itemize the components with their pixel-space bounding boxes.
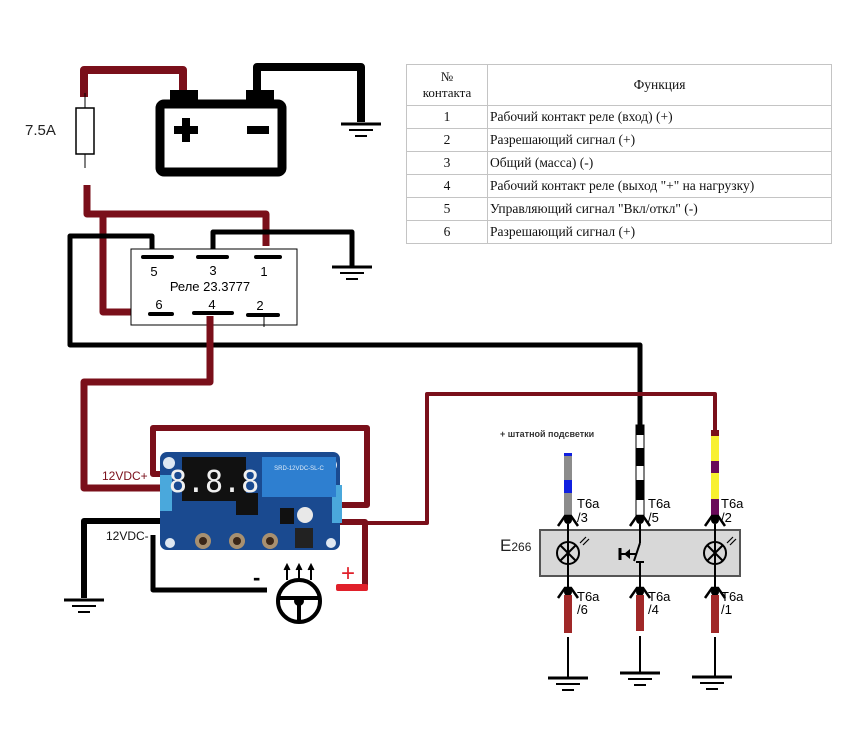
pin-function-table: № контакта Функция 1 Рабочий контакт рел… bbox=[406, 64, 832, 244]
header-num-symbol: № bbox=[440, 69, 454, 84]
backlight-note: + штатной подсветки bbox=[500, 429, 594, 439]
table-row: 5 Управляющий сигнал "Вкл/откл" (-) bbox=[406, 197, 832, 221]
cell-num: 4 bbox=[406, 174, 488, 198]
pin-conn-5: T6a bbox=[648, 496, 671, 511]
ground-icon bbox=[339, 122, 383, 138]
cell-num: 1 bbox=[406, 105, 488, 129]
relay-label: Реле 23.3777 bbox=[170, 279, 250, 294]
vcc-label: 12VDC+ bbox=[102, 469, 148, 483]
relay-pin-2: 2 bbox=[256, 298, 263, 313]
cell-num: 3 bbox=[406, 151, 488, 175]
pin-num-4: /4 bbox=[648, 602, 659, 617]
cell-function: Управляющий сигнал "Вкл/откл" (-) bbox=[487, 197, 832, 221]
header-contact-number: № контакта bbox=[406, 64, 488, 106]
relay-pin-5: 5 bbox=[150, 264, 157, 279]
fuse bbox=[75, 93, 95, 168]
pin-num-6: /6 bbox=[577, 602, 588, 617]
table-row: 6 Разрешающий сигнал (+) bbox=[406, 220, 832, 244]
relay-output-wire bbox=[80, 316, 214, 492]
pin-num-5: /5 bbox=[648, 510, 659, 525]
cell-num: 6 bbox=[406, 220, 488, 244]
component-letter: E bbox=[500, 536, 511, 555]
ground-icon bbox=[690, 675, 734, 691]
table-header-row: № контакта Функция bbox=[406, 64, 832, 106]
battery-ground-wire bbox=[253, 63, 365, 122]
wire-black-white bbox=[635, 424, 645, 518]
header-function: Функция bbox=[487, 64, 832, 106]
pin-num-1: /1 bbox=[721, 602, 732, 617]
push-switch-icon bbox=[618, 542, 644, 563]
relay-box bbox=[130, 248, 298, 327]
timer-load-wire bbox=[337, 519, 368, 588]
table-row: 2 Разрешающий сигнал (+) bbox=[406, 128, 832, 152]
component-id: E266 bbox=[500, 536, 532, 555]
cell-function: Общий (масса) (-) bbox=[487, 151, 832, 175]
cell-num: 5 bbox=[406, 197, 488, 221]
pin-conn-6: T6a bbox=[577, 589, 600, 604]
table-row: 4 Рабочий контакт реле (выход "+" на наг… bbox=[406, 174, 832, 198]
component-number: 266 bbox=[511, 540, 531, 554]
ground-icon bbox=[546, 676, 590, 692]
timer-relay-marking: SRD-12VDC-SL-C bbox=[274, 466, 324, 472]
cell-function: Рабочий контакт реле (выход "+" на нагру… bbox=[487, 174, 832, 198]
timer-relay-module bbox=[160, 452, 342, 550]
pin-conn-1: T6a bbox=[721, 589, 744, 604]
wire-brown-bottom bbox=[564, 595, 719, 677]
relay-pin-3: 3 bbox=[209, 263, 216, 278]
pin-num-3: /3 bbox=[577, 510, 588, 525]
pin-conn-2: T6a bbox=[721, 496, 744, 511]
load-minus-label: - bbox=[253, 565, 260, 590]
pin-conn-4: T6a bbox=[648, 589, 671, 604]
fuse-rating-label: 7.5A bbox=[25, 122, 56, 139]
pin-num-2: /2 bbox=[721, 510, 732, 525]
relay-pin-4: 4 bbox=[208, 297, 215, 312]
wire-yellow-violet bbox=[711, 430, 719, 516]
header-num-word: контакта bbox=[422, 85, 472, 100]
ground-icon bbox=[62, 598, 106, 614]
load-plus-marker bbox=[336, 584, 368, 591]
wire-gray-blue bbox=[564, 453, 572, 515]
table-row: 1 Рабочий контакт реле (вход) (+) bbox=[406, 105, 832, 129]
ground-icon bbox=[330, 265, 374, 281]
cell-function: Разрешающий сигнал (+) bbox=[487, 128, 832, 152]
cell-function: Разрешающий сигнал (+) bbox=[487, 220, 832, 244]
heated-steering-wheel-icon bbox=[276, 562, 322, 624]
timer-display-digits: 8.8.8 bbox=[169, 465, 259, 500]
cell-num: 2 bbox=[406, 128, 488, 152]
battery-icon bbox=[155, 90, 287, 177]
ground-icon bbox=[618, 671, 662, 687]
timer-ground-wire bbox=[81, 518, 267, 598]
pin-conn-3: T6a bbox=[577, 496, 600, 511]
relay-pin-6: 6 bbox=[155, 297, 162, 312]
table-row: 3 Общий (масса) (-) bbox=[406, 151, 832, 175]
gnd-label: 12VDC- bbox=[106, 529, 149, 543]
component-e266-body bbox=[539, 524, 741, 590]
load-plus-label: + bbox=[341, 560, 355, 587]
timer-output-wire bbox=[337, 392, 717, 525]
fuse-top-wire bbox=[80, 66, 187, 97]
relay-ground-wires bbox=[67, 229, 643, 425]
timer-loop-wire bbox=[150, 425, 370, 508]
cell-function: Рабочий контакт реле (вход) (+) bbox=[487, 105, 832, 129]
relay-pin-1: 1 bbox=[260, 264, 267, 279]
